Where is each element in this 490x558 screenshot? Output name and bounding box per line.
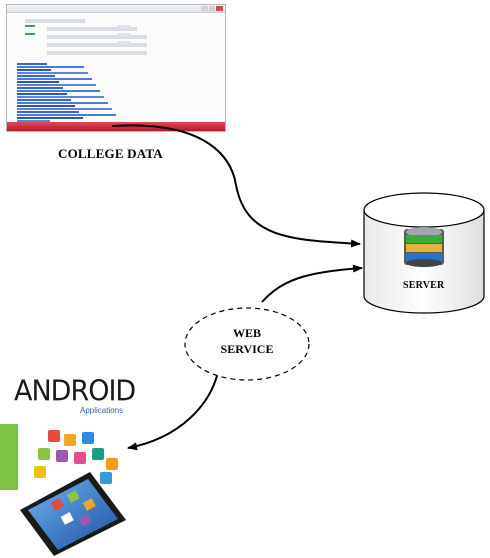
log-line bbox=[17, 108, 112, 110]
form-row bbox=[25, 19, 85, 23]
web-service-line1: WEB bbox=[232, 326, 261, 340]
log-line bbox=[17, 69, 51, 71]
log-line bbox=[17, 90, 100, 92]
android-logo: ANDROID bbox=[14, 375, 136, 408]
arrow-college-to-server bbox=[111, 124, 361, 248]
log-line bbox=[17, 105, 75, 107]
database-icon bbox=[404, 227, 444, 267]
log-line bbox=[17, 81, 59, 83]
arrow-webservice-to-android bbox=[127, 371, 219, 451]
form-row bbox=[47, 43, 147, 47]
log-line bbox=[17, 78, 92, 80]
log-line bbox=[17, 75, 55, 77]
window-controls bbox=[201, 6, 224, 11]
arrow-webservice-to-server bbox=[261, 264, 363, 303]
status-indicator bbox=[25, 33, 35, 35]
form-row bbox=[47, 27, 137, 31]
form-row bbox=[47, 35, 147, 39]
log-line bbox=[17, 117, 83, 119]
smartphone-icon bbox=[20, 472, 126, 556]
server-label: SERVER bbox=[403, 280, 445, 291]
log-line bbox=[17, 63, 47, 65]
log-line bbox=[17, 102, 108, 104]
log-line bbox=[17, 93, 67, 95]
applications-label: Applications bbox=[80, 406, 124, 415]
side-button bbox=[117, 41, 131, 45]
app-icons bbox=[34, 430, 118, 484]
window-titlebar bbox=[7, 5, 225, 13]
log-line bbox=[17, 72, 88, 74]
log-line bbox=[17, 114, 116, 116]
log-line bbox=[17, 120, 50, 122]
android-apps-illustration bbox=[0, 424, 126, 556]
log-line bbox=[17, 87, 63, 89]
web-service-ellipse bbox=[184, 307, 310, 381]
side-button bbox=[117, 33, 131, 37]
web-service-line2: SERVICE bbox=[220, 342, 274, 356]
log-line bbox=[17, 66, 84, 68]
status-indicator bbox=[25, 25, 35, 27]
form-row bbox=[47, 51, 147, 55]
log-line bbox=[17, 99, 71, 101]
log-line bbox=[17, 84, 96, 86]
web-service-label: WEB SERVICE bbox=[196, 325, 298, 357]
log-line bbox=[17, 111, 79, 113]
college-data-label: COLLEGE DATA bbox=[58, 146, 163, 161]
side-button bbox=[117, 25, 131, 29]
log-line bbox=[17, 96, 104, 98]
